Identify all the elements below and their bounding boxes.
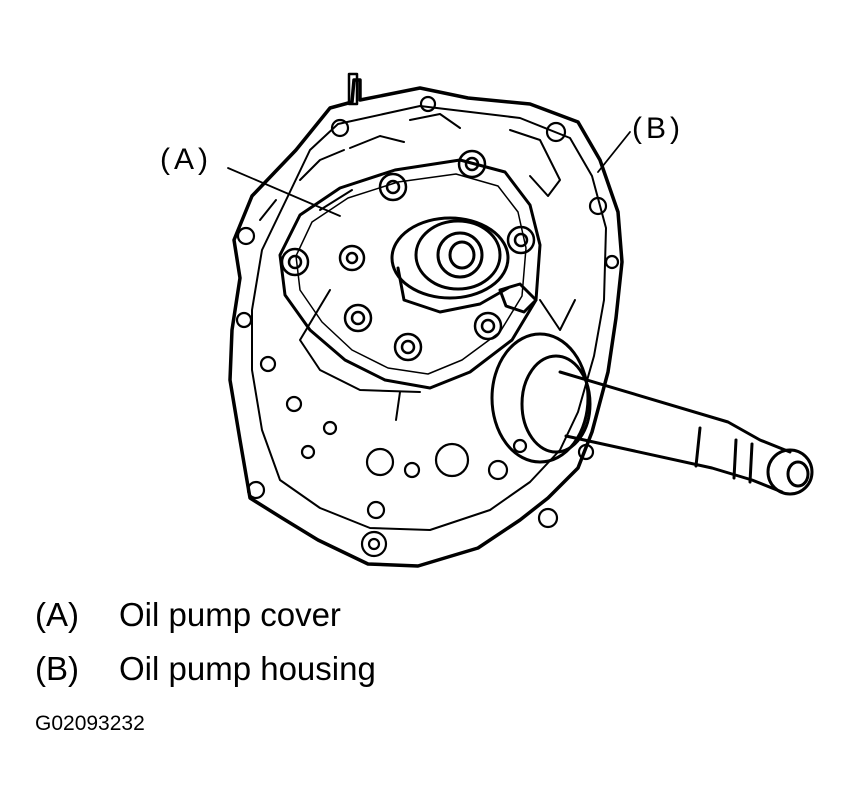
legend-label: Oil pump cover xyxy=(119,596,341,633)
input-shaft xyxy=(490,332,814,496)
cover-bolts xyxy=(280,149,536,362)
figure-code: G02093232 xyxy=(35,712,145,735)
pump-hub xyxy=(390,216,538,314)
housing-bolt-holes xyxy=(235,95,620,558)
legend-label: Oil pump housing xyxy=(119,650,376,687)
legend-row-oil-pump-cover: (A) Oil pump cover xyxy=(35,596,341,634)
leader-line-b xyxy=(597,131,631,173)
oil-pump-illustration xyxy=(227,72,814,568)
housing-internal-detail xyxy=(259,113,576,421)
oil-pump-cover-outline xyxy=(278,158,542,390)
locating-stud xyxy=(347,72,359,106)
housing-inner-rim xyxy=(251,105,607,531)
legend-row-oil-pump-housing: (B) Oil pump housing xyxy=(35,650,376,688)
callout-label-a: (A) xyxy=(160,143,212,176)
leader-line-a xyxy=(227,167,341,217)
callout-label-b: (B) xyxy=(632,112,684,145)
oil-pump-housing-outline xyxy=(228,78,624,568)
legend-key: (A) xyxy=(35,596,79,633)
legend-key: (B) xyxy=(35,650,79,687)
